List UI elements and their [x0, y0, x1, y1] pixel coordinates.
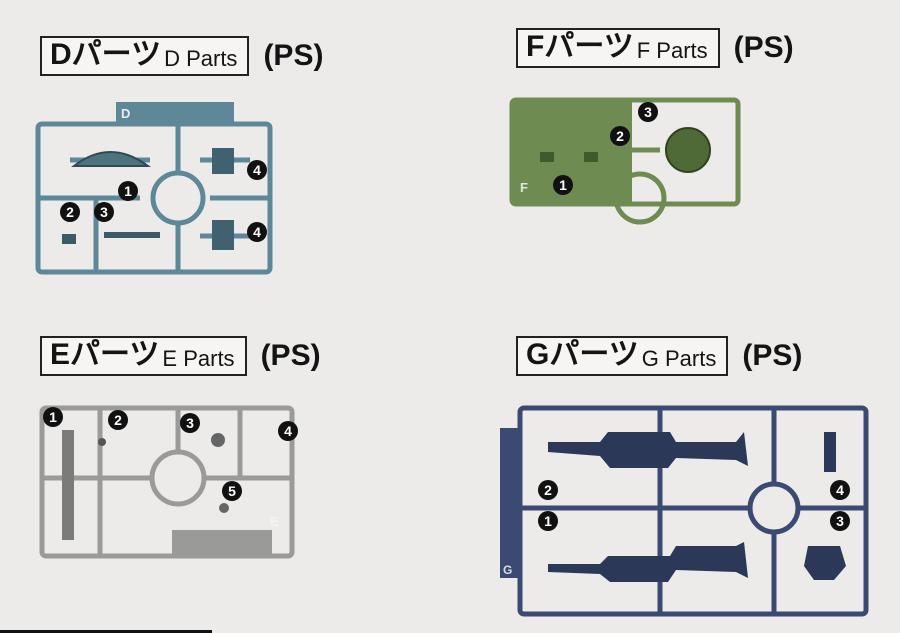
- d-callout-1: 1: [118, 181, 138, 201]
- svg-text:3: 3: [186, 415, 194, 431]
- d-runner-tag: [116, 102, 234, 124]
- svg-text:5: 5: [228, 483, 236, 499]
- svg-text:1: 1: [559, 177, 567, 193]
- e-part-cluster: [211, 433, 225, 447]
- e-parts-material: (PS): [260, 339, 321, 372]
- d-callout-4a: 4: [247, 160, 267, 180]
- d-callout-3: 3: [94, 202, 114, 222]
- e-part-pin: [219, 503, 229, 513]
- f-parts-material: (PS): [733, 31, 794, 64]
- g-callout-2: 2: [538, 480, 558, 500]
- bottom-rule: [0, 630, 212, 633]
- e-callout-2: 2: [108, 410, 128, 430]
- e-runner-block: [172, 530, 272, 556]
- f-part-small-b: [584, 152, 598, 162]
- e-parts-title-jp: Eパーツ: [50, 338, 160, 371]
- d-part-small: [62, 234, 76, 244]
- d-part-joint-lower: [212, 220, 234, 250]
- f-callout-3: 3: [638, 102, 658, 122]
- d-callout-2: 2: [60, 202, 80, 222]
- f-runner-frame: [509, 97, 741, 225]
- svg-text:2: 2: [66, 204, 74, 220]
- e-runner-letter: E: [270, 514, 279, 529]
- d-parts-title-jp: Dパーツ: [50, 38, 162, 71]
- svg-text:1: 1: [124, 183, 132, 199]
- e-parts-header: Eパーツ E Parts (PS): [40, 336, 321, 376]
- d-parts-header: Dパーツ D Parts (PS): [40, 36, 323, 76]
- g-runner-tag: [500, 428, 522, 578]
- d-part-rod: [104, 232, 160, 238]
- f-parts-title-jp: Fパーツ: [526, 30, 634, 63]
- f-callout-2: 2: [610, 126, 630, 146]
- g-runner-frame: [517, 405, 869, 617]
- svg-text:2: 2: [114, 412, 122, 428]
- svg-text:1: 1: [49, 409, 57, 425]
- e-callout-4: 4: [278, 421, 298, 441]
- d-part-dome: [71, 151, 152, 167]
- g-runner-letter: G: [503, 563, 512, 577]
- e-callout-5: 5: [222, 481, 242, 501]
- d-runner-letter: D: [121, 106, 130, 121]
- d-callout-4b: 4: [247, 222, 267, 242]
- g-parts-title-jp: Gパーツ: [526, 338, 639, 371]
- e-callout-1: 1: [43, 407, 63, 427]
- g-parts-header: Gパーツ G Parts (PS): [516, 336, 802, 376]
- g-parts-title-en: G Parts: [641, 346, 717, 371]
- svg-text:2: 2: [616, 128, 624, 144]
- f-part-small-a: [540, 152, 554, 162]
- f-parts-label-box: Fパーツ F Parts: [516, 28, 720, 68]
- d-parts-label-box: Dパーツ D Parts: [40, 36, 250, 76]
- g-part-rifle-lower: [548, 542, 748, 582]
- d-parts-material: (PS): [263, 39, 324, 72]
- e-runner-frame: [39, 405, 295, 559]
- svg-text:4: 4: [836, 482, 844, 498]
- g-part-shield: [804, 546, 846, 580]
- svg-text:2: 2: [544, 482, 552, 498]
- f-callout-1: 1: [553, 175, 573, 195]
- svg-text:3: 3: [100, 204, 108, 220]
- svg-text:3: 3: [836, 513, 844, 529]
- e-parts-title-en: E Parts: [162, 346, 235, 371]
- g-parts-label-box: Gパーツ G Parts: [516, 336, 729, 376]
- svg-text:4: 4: [253, 162, 261, 178]
- g-callout-4: 4: [830, 480, 850, 500]
- e-part-washer: [98, 438, 106, 446]
- e-callout-3: 3: [180, 413, 200, 433]
- svg-text:1: 1: [544, 513, 552, 529]
- d-part-joint-upper: [212, 148, 234, 174]
- f-parts-title-en: F Parts: [636, 38, 708, 63]
- f-parts-header: Fパーツ F Parts (PS): [516, 28, 794, 68]
- g-part-rifle-upper: [548, 432, 748, 468]
- g-callout-1: 1: [538, 511, 558, 531]
- svg-text:4: 4: [284, 423, 292, 439]
- f-part-round: [665, 127, 711, 173]
- svg-text:4: 4: [253, 224, 261, 240]
- f-runner-letter: F: [520, 180, 528, 195]
- g-callout-3: 3: [830, 511, 850, 531]
- g-part-barrel: [824, 432, 836, 472]
- e-parts-label-box: Eパーツ E Parts: [40, 336, 247, 376]
- d-parts-title-en: D Parts: [164, 46, 238, 71]
- svg-text:3: 3: [644, 104, 652, 120]
- g-parts-material: (PS): [742, 339, 803, 372]
- e-part-long: [62, 430, 74, 540]
